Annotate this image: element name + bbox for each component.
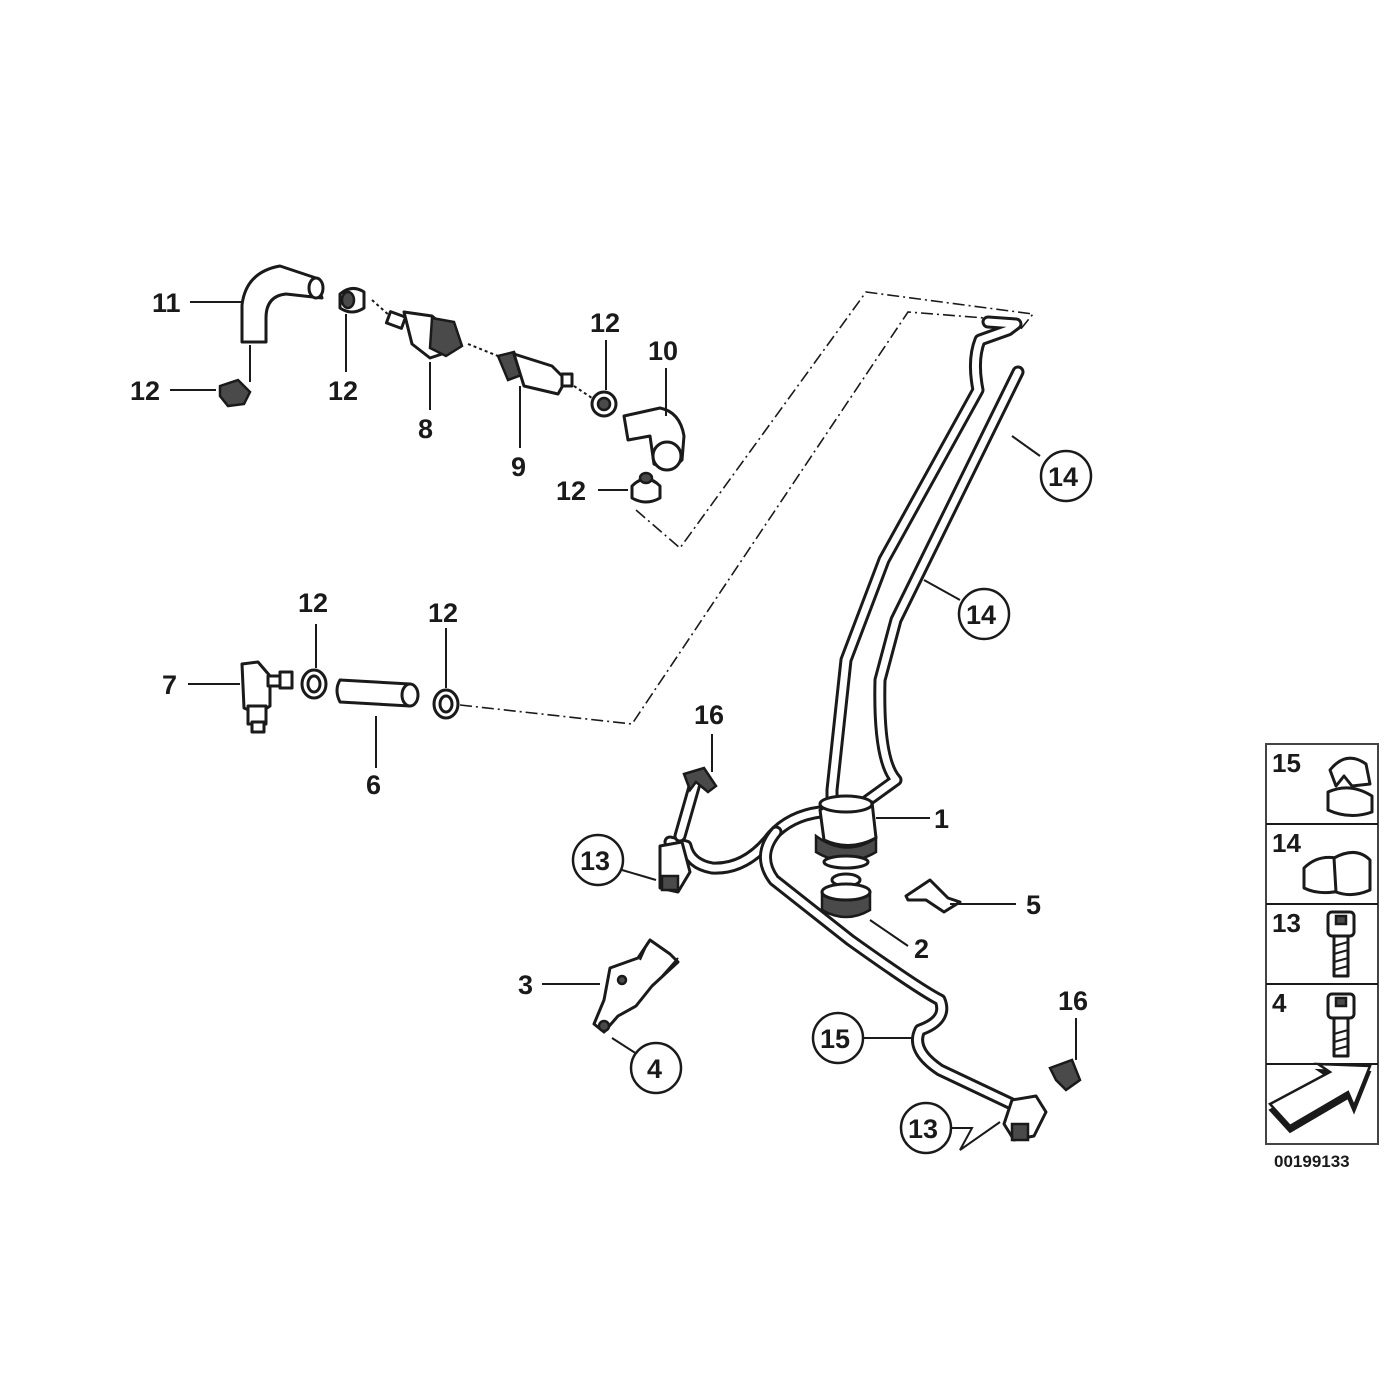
clamp-12-lower: [218, 378, 252, 408]
label-13-a: 13: [580, 846, 610, 876]
label-8: 8: [418, 414, 433, 444]
label-12-b: 12: [328, 376, 358, 406]
label-14-a: 14: [1048, 462, 1078, 492]
main-pipes: [825, 315, 1025, 813]
label-5: 5: [1026, 890, 1041, 920]
legend-label-13: 13: [1272, 908, 1301, 938]
label-4: 4: [647, 1054, 662, 1084]
bolt-small-icon: [1326, 992, 1356, 1058]
label-12-a: 12: [130, 376, 160, 406]
label-11: 11: [152, 288, 181, 318]
label-10: 10: [648, 336, 678, 366]
label-15: 15: [820, 1024, 850, 1054]
label-13-b: 13: [908, 1114, 938, 1144]
valve-8: [384, 310, 464, 360]
bracket-3: [592, 938, 680, 1034]
label-12-f: 12: [428, 598, 458, 628]
valve-body-1: [814, 794, 878, 870]
label-16-a: 16: [694, 700, 724, 730]
diagram-code: 00199133: [1274, 1152, 1350, 1171]
upper-hose-assembly: [218, 264, 686, 504]
clip-16-lower: [1048, 1058, 1082, 1092]
clip-16-upper: [682, 766, 718, 794]
legend-label-15: 15: [1272, 748, 1301, 778]
legend-label-14: 14: [1272, 828, 1301, 858]
callout-circle-14b: [957, 587, 1011, 641]
callout-circle-13a: [571, 833, 625, 887]
direction-arrow-icon: [1267, 1062, 1372, 1134]
part-labels: 11 12 12 8 9 12 10 12 14 14 12 12 7 6 16…: [130, 288, 1088, 1144]
label-9: 9: [511, 452, 526, 482]
leader-lines: [170, 301, 1077, 1151]
spring-clip-5: [904, 878, 962, 914]
callout-circle-13b: [899, 1101, 953, 1155]
label-7: 7: [162, 670, 177, 700]
fitting-7: [240, 660, 272, 716]
label-3: 3: [518, 970, 533, 1000]
label-14-b: 14: [966, 600, 996, 630]
callout-circle-4: [629, 1041, 683, 1095]
label-12-e: 12: [298, 588, 328, 618]
label-6: 6: [366, 770, 381, 800]
label-12-c: 12: [590, 308, 620, 338]
lower-hose-15: [759, 825, 1082, 1142]
legend-panel: 15 14 13 4: [1265, 743, 1379, 1145]
connection-lines: [459, 291, 1035, 725]
legend-label-4: 4: [1272, 988, 1287, 1018]
bolt-icon: [1326, 910, 1356, 978]
left-branch-hose: [658, 766, 827, 894]
label-2: 2: [914, 934, 929, 964]
clamp-icon: [1302, 851, 1372, 897]
label-1: 1: [934, 804, 949, 834]
valve-part-2: [820, 872, 872, 919]
callout-circle-15: [811, 1011, 865, 1065]
elbow-hose-11: [240, 264, 324, 344]
clip-icon: [1326, 756, 1374, 817]
callout-circle-14a: [1039, 449, 1093, 503]
label-16-b: 16: [1058, 986, 1088, 1016]
label-12-d: 12: [556, 476, 586, 506]
middle-hose-assembly: [240, 660, 460, 734]
valve-9: [496, 350, 574, 396]
